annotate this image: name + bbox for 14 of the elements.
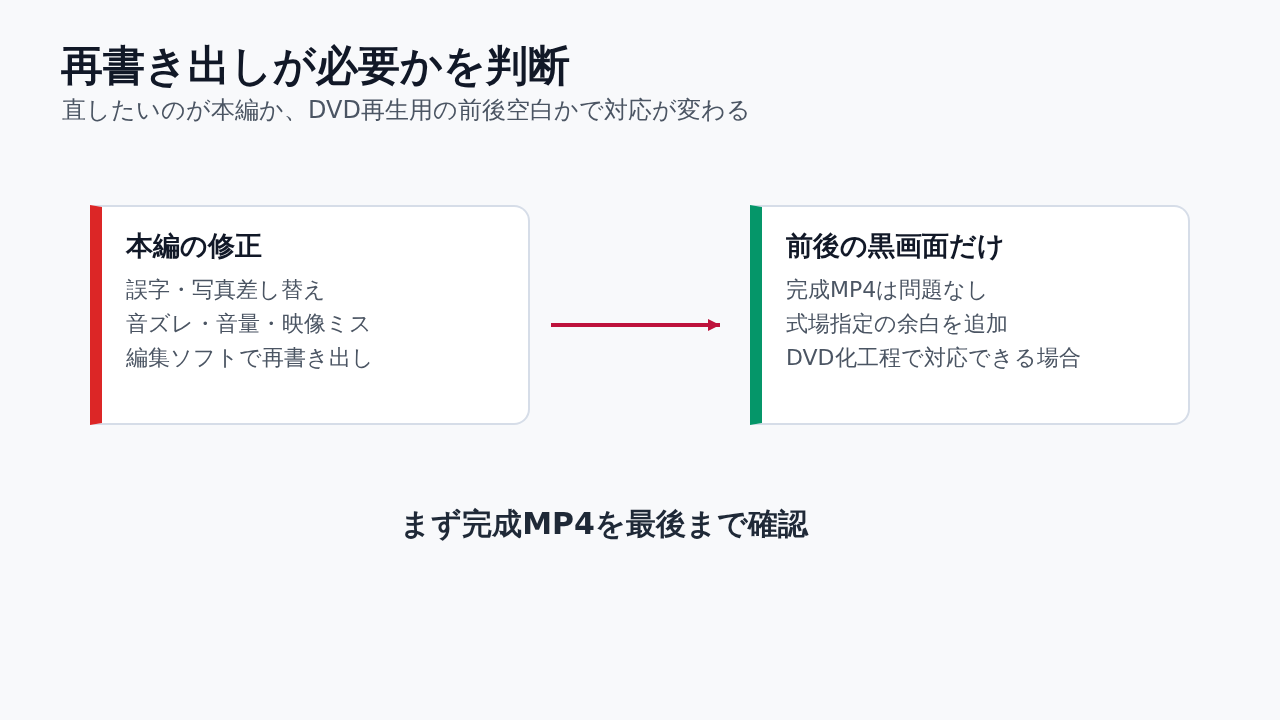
footer-note: まず完成MP4を最後まで確認 — [400, 505, 808, 543]
subtitle: 直したいのが本編か、DVD再生用の前後空白かで対応が変わる — [62, 95, 751, 126]
card-text: 編集ソフトで再書き出し — [126, 344, 374, 372]
card-text: 式場指定の余白を追加 — [786, 310, 1008, 338]
option-card — [90, 205, 530, 425]
arrow — [551, 319, 720, 331]
card-text: 音ズレ・音量・映像ミス — [126, 310, 372, 338]
card-heading: 本編の修正 — [126, 229, 262, 263]
title: 再書き出しが必要かを判断 — [61, 41, 570, 92]
card-text: DVD化工程で対応できる場合 — [786, 344, 1081, 372]
option-card — [750, 205, 1190, 425]
card-text: 完成MP4は問題なし — [786, 276, 990, 304]
card-heading: 前後の黒画面だけ — [786, 229, 1005, 263]
card-text: 誤字・写真差し替え — [126, 276, 326, 304]
